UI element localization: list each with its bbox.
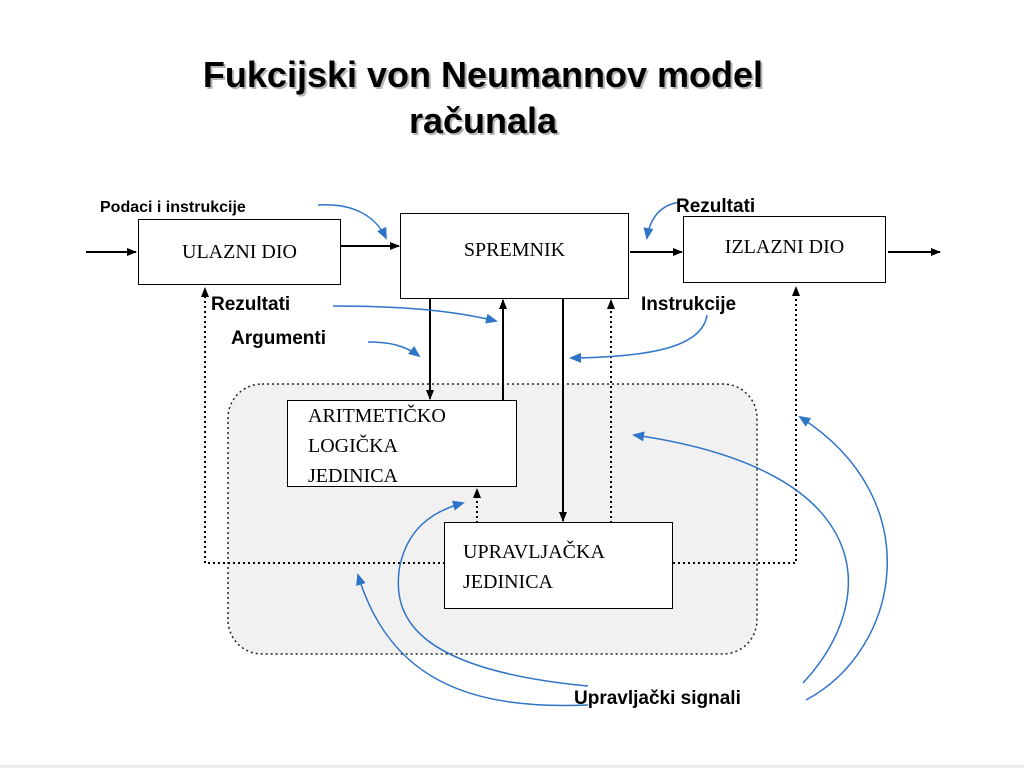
control-unit-box: UPRAVLJAČKA JEDINICA	[444, 522, 673, 609]
page-title: Fukcijski von Neumannov model računala	[0, 52, 966, 144]
data-instructions-callout-arrow	[317, 204, 387, 240]
control-unit-label-line-2: JEDINICA	[463, 571, 553, 593]
signals-to-center-curve-arrow	[632, 431, 850, 684]
control-unit-label-line-1: UPRAVLJAČKA	[463, 541, 605, 563]
results-top-callout-arrow	[643, 201, 681, 240]
control-to-output-dotted-arrow	[673, 286, 800, 564]
alu-box: ARITMETIČKO LOGIČKA JEDINICA	[287, 400, 517, 487]
alu-label-line-1: ARITMETIČKO	[308, 405, 446, 427]
label-data-instructions: Podaci i instrukcije	[100, 199, 246, 216]
alu-label-line-3: JEDINICA	[308, 465, 398, 487]
signals-to-right-curve-arrow	[798, 415, 888, 701]
input-unit-label: ULAZNI DIO	[182, 240, 297, 263]
label-control-signals: Upravljački signali	[574, 688, 741, 709]
label-results-left: Rezultati	[211, 294, 291, 315]
memory-box: SPREMNIK	[400, 213, 629, 299]
instructions-callout-arrow	[569, 314, 708, 363]
bottom-divider	[0, 765, 1024, 768]
title-line-2: računala	[408, 100, 558, 141]
signals-to-alu-curve-arrow	[397, 500, 589, 687]
label-results-top: Rezultati	[676, 196, 756, 217]
results-left-callout-arrow	[332, 305, 498, 324]
label-arguments: Argumenti	[231, 328, 326, 349]
output-unit-box: IZLAZNI DIO	[683, 216, 886, 283]
output-unit-label: IZLAZNI DIO	[724, 236, 845, 258]
control-to-input-dotted-arrow	[201, 287, 445, 564]
signals-to-left-curve-arrow	[356, 573, 589, 707]
label-instructions: Instrukcije	[641, 294, 737, 315]
arguments-callout-arrow	[367, 341, 421, 358]
alu-label-line-2: LOGIČKA	[308, 435, 398, 457]
input-unit-box: ULAZNI DIO	[138, 219, 341, 285]
title-line-1: Fukcijski von Neumannov model	[202, 54, 764, 95]
memory-label: SPREMNIK	[463, 238, 566, 261]
